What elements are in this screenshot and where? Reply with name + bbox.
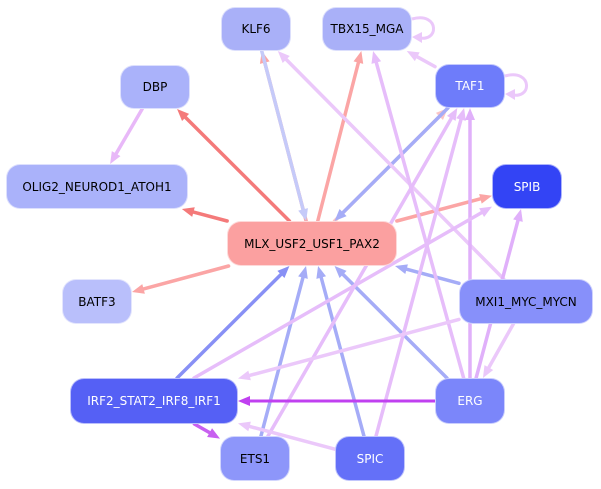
edge-erg-to-tbx15_mga xyxy=(371,51,466,380)
edge-mlx_usf2_usf1_pax2-to-spib xyxy=(395,194,492,223)
edge-tbx15_mga-to-tbx15_mga xyxy=(411,16,435,43)
node-spib[interactable]: SPIB xyxy=(492,164,562,209)
node-erg[interactable]: ERG xyxy=(435,378,505,424)
edge-taf1-to-mlx_usf2_usf1_pax2 xyxy=(334,106,450,221)
edge-spic-to-irf2_stat2_irf8_irf1 xyxy=(238,421,337,451)
node-irf2-stat2-irf8-irf1[interactable]: IRF2_STAT2_IRF8_IRF1 xyxy=(70,378,238,424)
node-tbx15-mga[interactable]: TBX15_MGA xyxy=(322,7,412,51)
edge-dbp-to-olig2_neurod1_atoh1 xyxy=(110,107,144,164)
edge-mlx_usf2_usf1_pax2-to-tbx15_mga xyxy=(316,51,364,223)
node-mlx-usf2-usf1-pax2[interactable]: MLX_USF2_USF1_PAX2 xyxy=(227,221,397,266)
edge-irf2_stat2_irf8_irf1-to-ets1 xyxy=(192,422,220,439)
edge-mxi1_myc_mycn-to-erg xyxy=(482,322,516,378)
edge-mlx_usf2_usf1_pax2-to-olig2_neurod1_atoh1 xyxy=(181,207,229,223)
node-klf6[interactable]: KLF6 xyxy=(221,7,291,51)
node-spic[interactable]: SPIC xyxy=(335,436,405,481)
node-batf3[interactable]: BATF3 xyxy=(62,279,132,324)
edge-taf1-to-tbx15_mga xyxy=(406,51,437,69)
edge-irf2_stat2_irf8_irf1-to-spib xyxy=(192,206,492,380)
edge-mlx_usf2_usf1_pax2-to-batf3 xyxy=(132,264,231,294)
edge-taf1-to-taf1 xyxy=(504,73,528,100)
edge-ets1-to-mlx_usf2_usf1_pax2 xyxy=(259,266,308,438)
edge-mxi1_myc_mycn-to-klf6 xyxy=(277,51,506,281)
node-dbp[interactable]: DBP xyxy=(120,65,190,109)
edge-klf6-to-mlx_usf2_usf1_pax2 xyxy=(259,49,308,221)
edge-erg-to-irf2_stat2_irf8_irf1 xyxy=(238,396,437,406)
edge-spic-to-taf1 xyxy=(374,108,466,438)
node-taf1[interactable]: TAF1 xyxy=(435,64,505,108)
edge-ets1-to-taf1 xyxy=(266,108,458,438)
edge-erg-to-mlx_usf2_usf1_pax2 xyxy=(334,266,449,380)
edge-mxi1_myc_mycn-to-mlx_usf2_usf1_pax2 xyxy=(395,264,461,286)
edge-erg-to-taf1 xyxy=(465,108,475,380)
node-ets1[interactable]: ETS1 xyxy=(220,436,290,481)
node-olig2-neurod1-atoh1[interactable]: OLIG2_NEUROD1_ATOH1 xyxy=(6,164,188,209)
edge-mxi1_myc_mycn-to-irf2_stat2_irf8_irf1 xyxy=(238,317,461,381)
edge-spic-to-mlx_usf2_usf1_pax2 xyxy=(316,266,366,438)
edge-irf2_stat2_irf8_irf1-to-mlx_usf2_usf1_pax2 xyxy=(175,266,290,380)
node-mxi1-myc-mycn[interactable]: MXI1_MYC_MYCN xyxy=(459,279,593,324)
edge-mlx_usf2_usf1_pax2-to-dbp xyxy=(177,109,292,223)
